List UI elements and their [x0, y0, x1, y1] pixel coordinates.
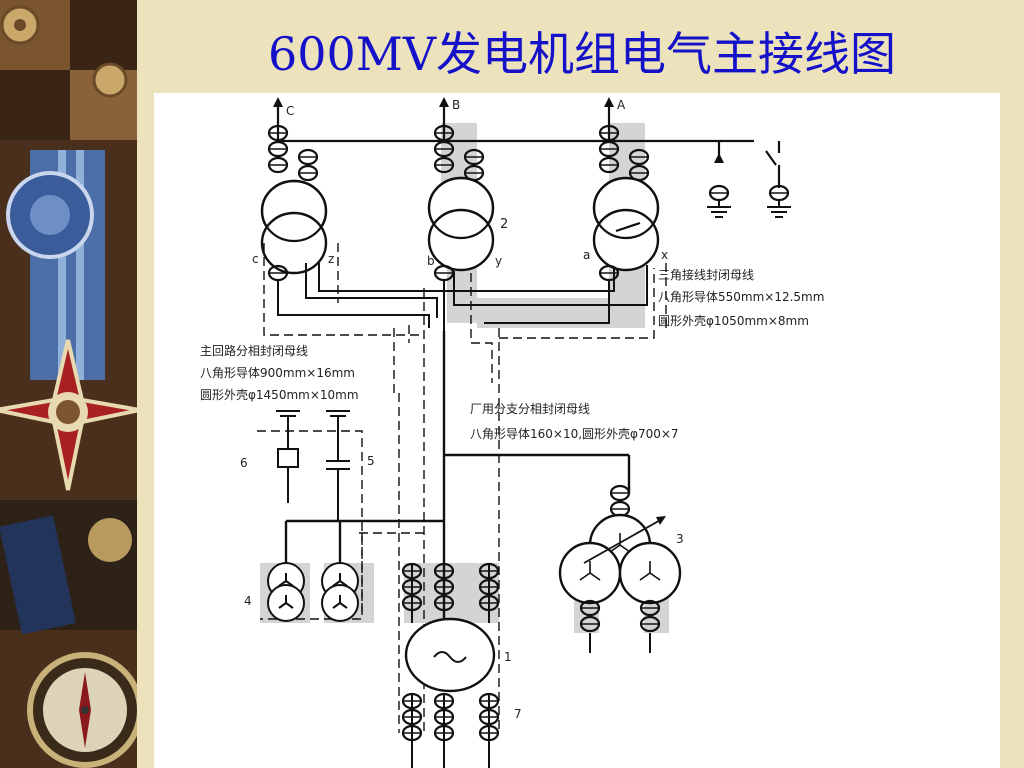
label-4: 4 — [244, 594, 252, 608]
phase-label-a: A — [617, 98, 626, 112]
main-wiring-diagram: C B A — [200, 97, 824, 768]
main-transformers — [260, 176, 660, 275]
terminal-z: z — [328, 252, 334, 266]
svg-text:主回路分相封闭母线: 主回路分相封闭母线 — [200, 343, 308, 358]
svg-text:八角形导体900mm×16mm: 八角形导体900mm×16mm — [200, 366, 355, 380]
delta-bus-note: 三角接线封闭母线 八角形导体550mm×12.5mm 圆形外壳φ1050mm×8… — [658, 267, 824, 328]
main-bus-lines — [284, 331, 631, 653]
svg-text:厂用分支分相封闭母线: 厂用分支分相封闭母线 — [470, 402, 590, 416]
svg-text:三角接线封闭母线: 三角接线封闭母线 — [658, 267, 754, 282]
slide-title: 600MV发电机组电气主接线图 — [267, 27, 897, 81]
generator-symbol — [404, 617, 496, 693]
phase-label-c: C — [286, 104, 294, 118]
label-1: 1 — [504, 650, 512, 664]
svg-text:八角形导体160×10,圆形外壳φ700×7: 八角形导体160×10,圆形外壳φ700×7 — [470, 427, 679, 441]
hv-current-transformers — [269, 126, 790, 202]
branch-bus-note: 厂用分支分相封闭母线 八角形导体160×10,圆形外壳φ700×7 — [470, 402, 679, 441]
medal-collage-image — [0, 0, 137, 768]
hv-bus-lines — [276, 105, 781, 188]
lv-current-transformers — [267, 264, 620, 282]
label-6: 6 — [240, 456, 248, 470]
label-7: 7 — [514, 707, 522, 721]
terminal-x: x — [661, 248, 668, 262]
svg-text:八角形导体550mm×12.5mm: 八角形导体550mm×12.5mm — [658, 290, 824, 304]
svg-text:圆形外壳φ1050mm×8mm: 圆形外壳φ1050mm×8mm — [658, 314, 809, 328]
station-service-transformer — [558, 486, 682, 653]
terminal-c: c — [252, 252, 259, 266]
label-3: 3 — [676, 532, 684, 546]
ground-symbols — [707, 200, 791, 218]
decorative-image-panel — [0, 0, 137, 768]
phase-arrowheads — [273, 97, 724, 163]
svg-text:圆形外壳φ1450mm×10mm: 圆形外壳φ1450mm×10mm — [200, 388, 359, 402]
terminal-y: y — [495, 254, 502, 268]
label-2: 2 — [500, 217, 508, 232]
delta-connection-lines — [277, 263, 648, 331]
voltage-transformers — [267, 562, 359, 622]
wiring-diagram-panel: C B A — [154, 93, 1000, 768]
terminal-a: a — [583, 248, 590, 262]
arrester-capacitor — [276, 410, 350, 521]
phase-label-b: B — [452, 98, 460, 112]
terminal-b: b — [427, 254, 435, 268]
label-5: 5 — [367, 454, 375, 468]
main-bus-note: 主回路分相封闭母线 八角形导体900mm×16mm 圆形外壳φ1450mm×10… — [200, 343, 359, 402]
